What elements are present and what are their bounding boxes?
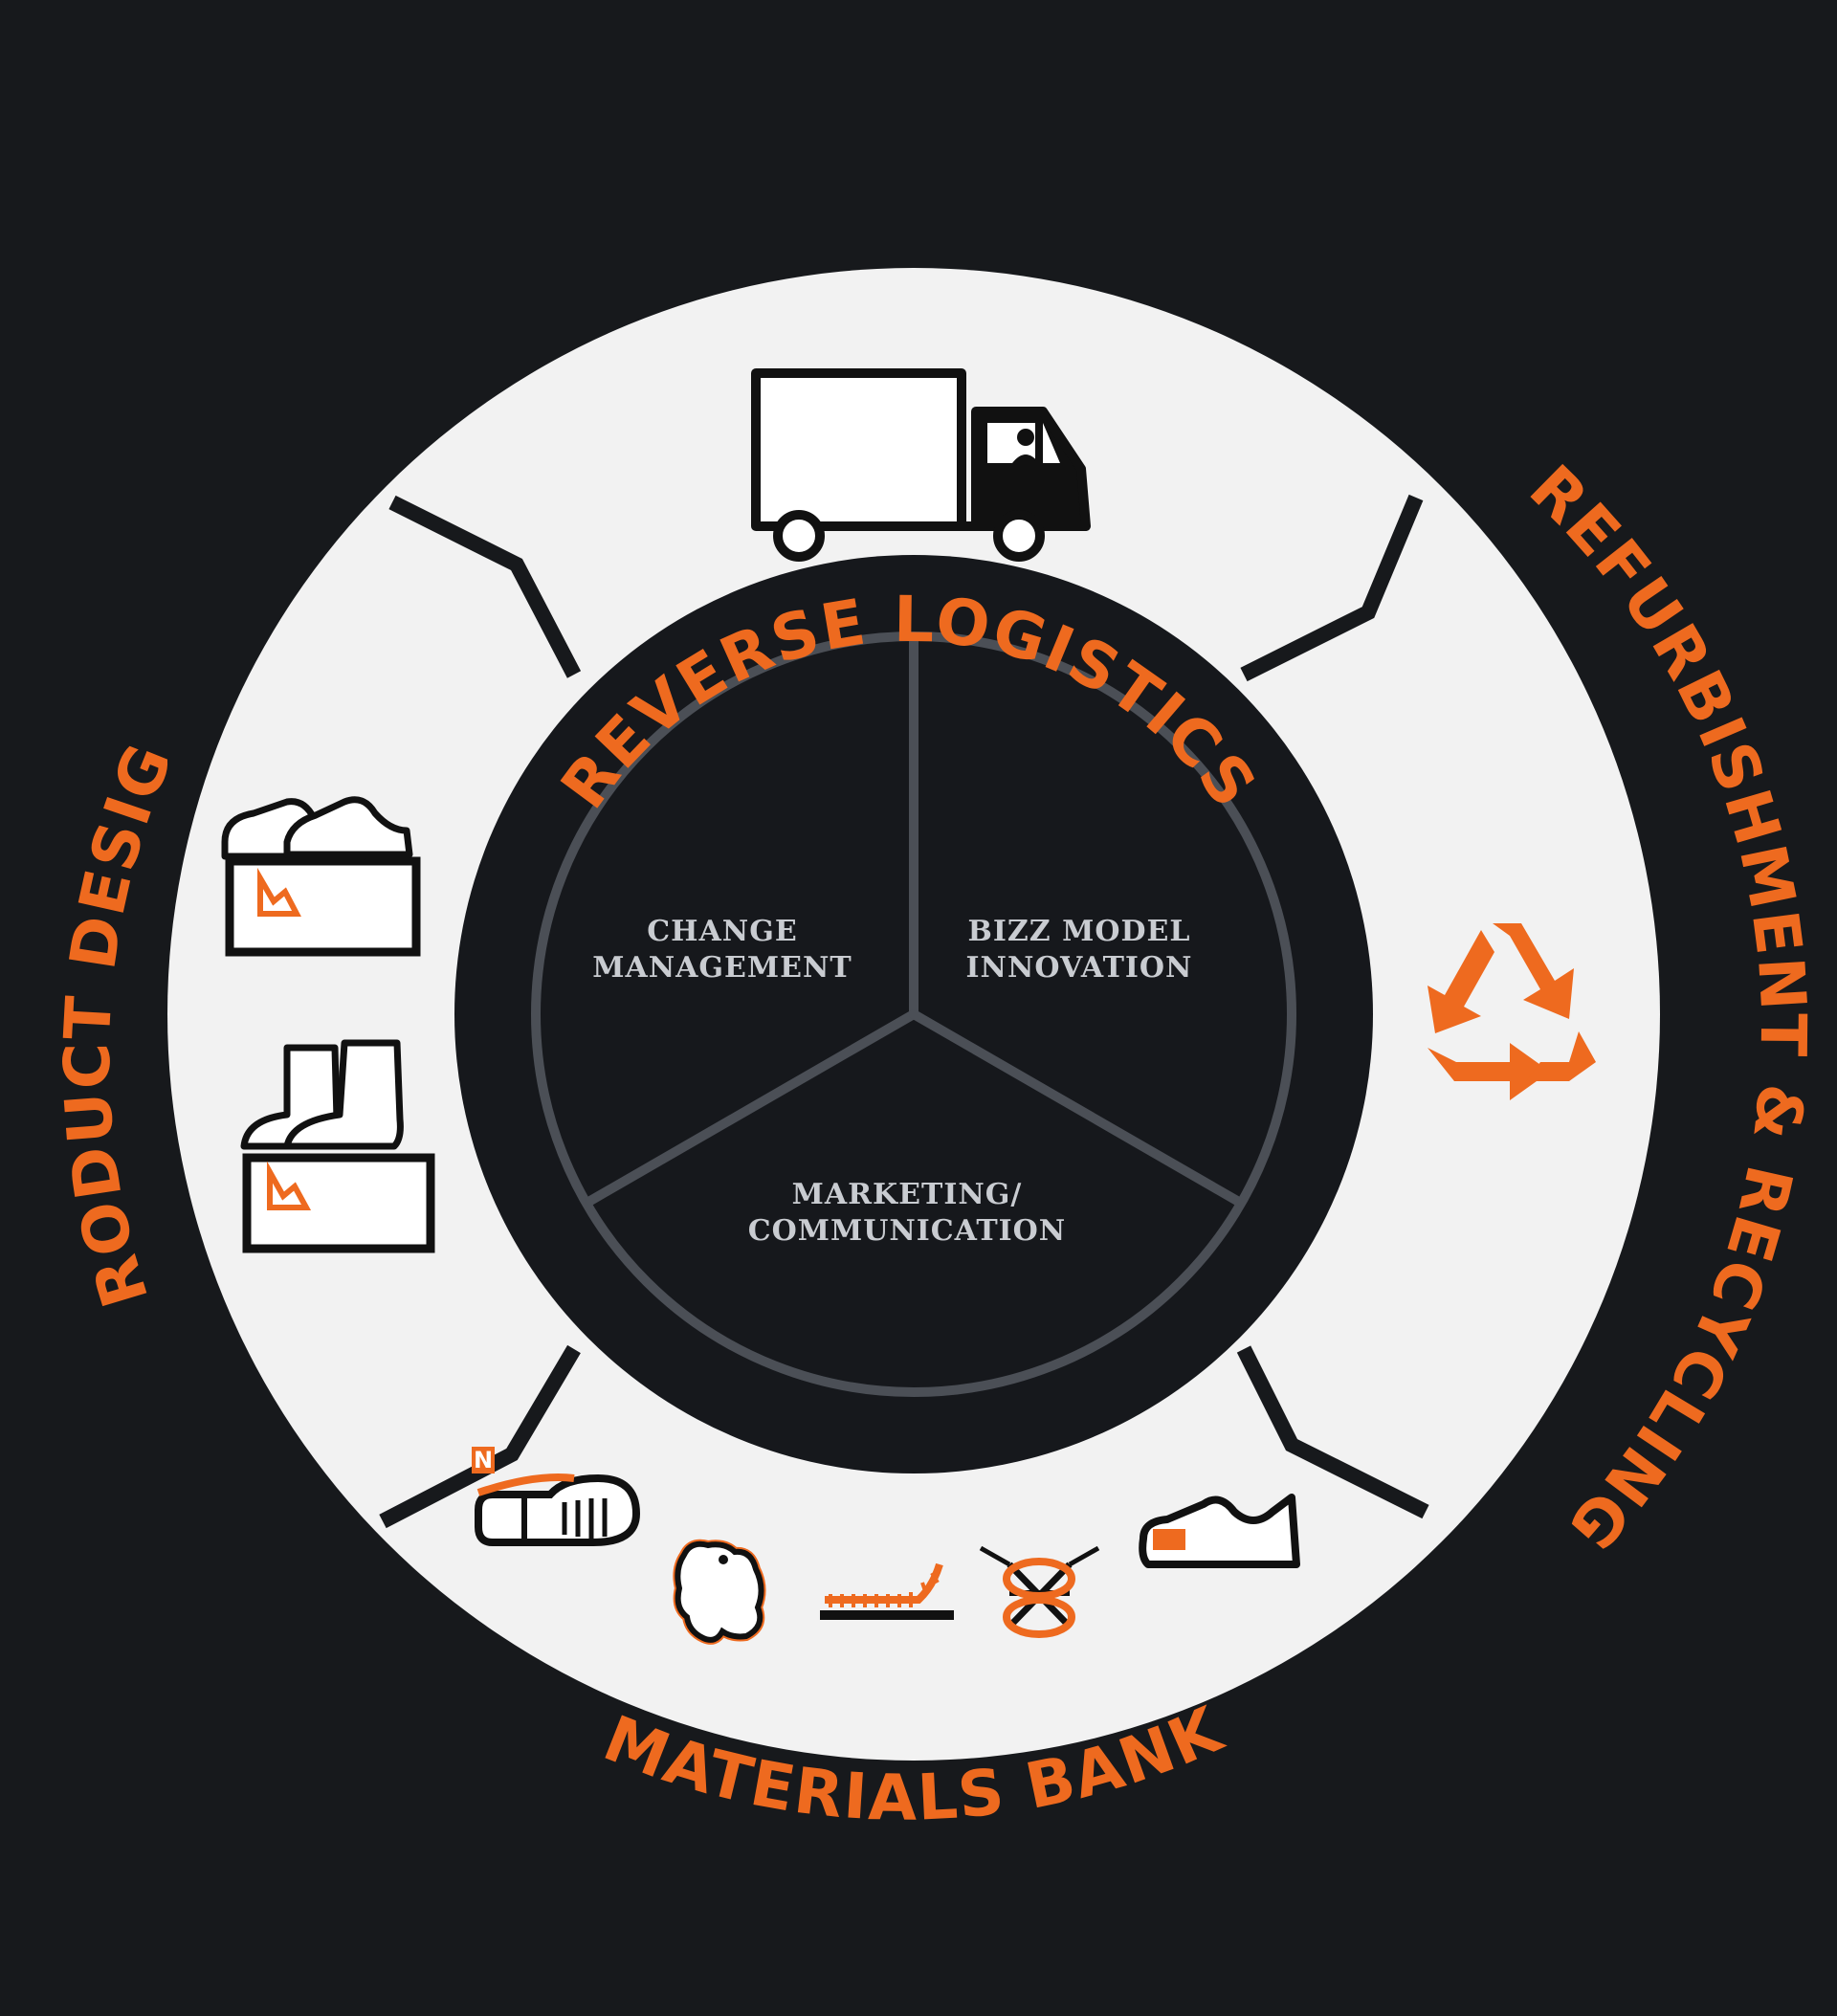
- ring-separators: [379, 494, 1429, 1529]
- sneaker-icon: [1139, 1494, 1300, 1568]
- inner-segment-bizz-model-innovation: BIZZ MODEL INNOVATION: [966, 915, 1193, 985]
- recycle-icon: [1428, 923, 1596, 1100]
- inner-label-marketing-line1: MARKETING/: [792, 1178, 1023, 1211]
- leather-hide-icon: [673, 1539, 766, 1645]
- inner-dividers: [586, 634, 1242, 1206]
- sole-badge: [472, 1447, 495, 1473]
- laces-icon: [979, 1545, 1100, 1638]
- inner-label-marketing-line2: COMMUNICATION: [748, 1214, 1066, 1248]
- low-shoe-on-box-icon: [221, 796, 421, 957]
- inner-label-change-management-line1: CHANGE: [647, 915, 797, 948]
- inner-label-bizz-model-line1: BIZZ MODEL: [968, 915, 1191, 948]
- boot-on-box-icon: [240, 1039, 435, 1253]
- insole-icon: [820, 1562, 954, 1620]
- inner-label-bizz-model-line2: INNOVATION: [966, 951, 1193, 985]
- inner-segment-marketing-communication: MARKETING/ COMMUNICATION: [748, 1178, 1066, 1248]
- shoe-sole-icon: N: [472, 1447, 641, 1546]
- inner-segment-change-management: CHANGE MANAGEMENT: [592, 915, 852, 985]
- inner-label-change-management-line2: MANAGEMENT: [592, 951, 852, 985]
- sole-badge-letter: N: [474, 1447, 493, 1473]
- truck-icon: [751, 368, 1091, 562]
